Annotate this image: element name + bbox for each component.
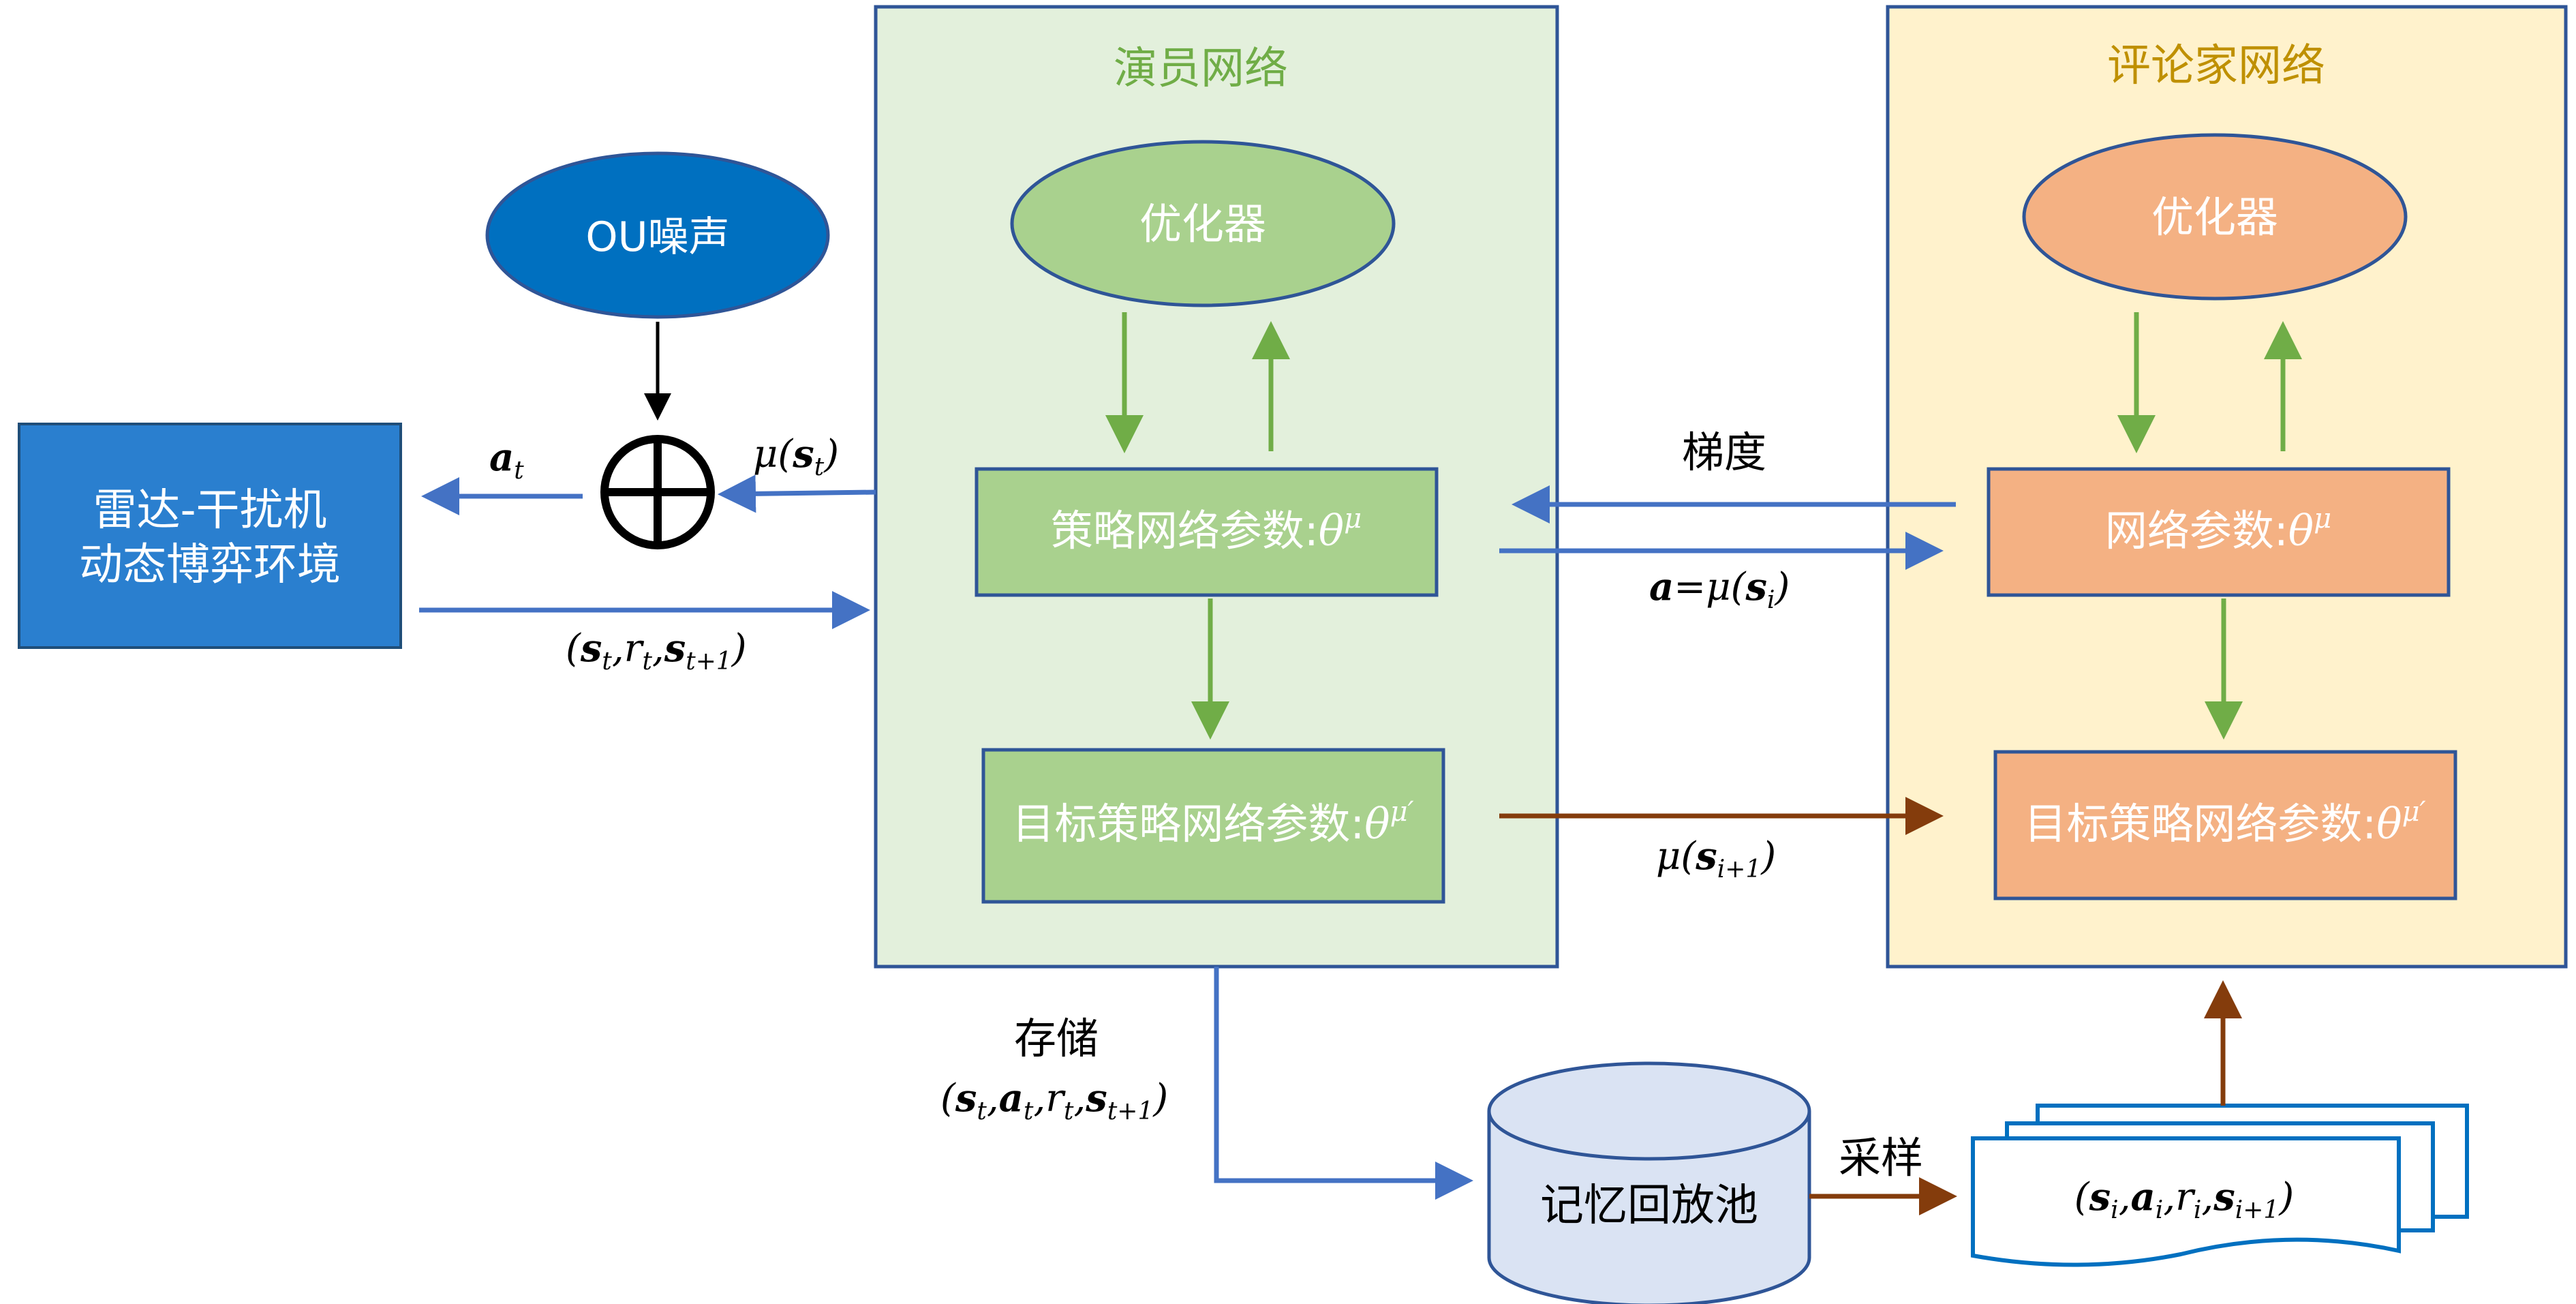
actor-policy-params-label: 策略网络参数:θμ [1051, 503, 1362, 556]
gradient-label: 梯度 [1682, 427, 1766, 477]
actor-optimizer-node: 优化器 [1010, 140, 1396, 307]
actor-network-title: 演员网络 [1114, 44, 1288, 94]
action-equation-label: a=μ(si) [1649, 564, 1790, 614]
critic-optimizer-label: 优化器 [2151, 192, 2278, 242]
sampled-batch-node: (si,ai,ri,si+1) [1971, 1104, 2469, 1267]
critic-optimizer-node: 优化器 [2022, 133, 2408, 301]
critic-target-params-box: 目标策略网络参数:θμ′ [1993, 750, 2457, 900]
policy-output-label: μ(st) [753, 431, 839, 481]
target-mu-label: μ(si+1) [1656, 834, 1776, 883]
store-label: 存储 [1014, 1014, 1099, 1063]
critic-network-title: 评论家网络 [2107, 41, 2325, 91]
action-label: at [489, 435, 524, 485]
environment-line1: 雷达-干扰机 [93, 485, 326, 536]
environment-box: 雷达-干扰机 动态博弈环境 [18, 423, 402, 649]
ou-noise-label: OU噪声 [585, 213, 729, 261]
actor-optimizer-label: 优化器 [1139, 199, 1266, 249]
critic-params-box: 网络参数:θμ [1987, 467, 2451, 597]
replay-buffer-node: 记忆回放池 [1487, 1061, 1811, 1304]
actor-target-params-label: 目标策略网络参数:θμ′ [1012, 796, 1413, 849]
critic-params-label: 网络参数:θμ [2105, 503, 2331, 556]
sample-label: 采样 [1839, 1133, 1923, 1183]
store-tuple-label: (st,at,rt,st+1) [940, 1076, 1168, 1125]
actor-policy-params-box: 策略网络参数:θμ [975, 467, 1439, 597]
transition-label: (st,rt,st+1) [566, 626, 747, 676]
actor-target-params-box: 目标策略网络参数:θμ′ [981, 748, 1445, 904]
ou-noise-node: OU噪声 [485, 151, 830, 319]
replay-buffer-label: 记忆回放池 [1540, 1181, 1758, 1231]
actor-output-arrow [718, 474, 876, 513]
environment-line2: 动态博弈环境 [79, 540, 341, 590]
store-arrow [1214, 967, 1473, 1200]
noise-sum-icon [600, 435, 715, 549]
critic-target-params-label: 目标策略网络参数:θμ′ [2024, 796, 2425, 849]
